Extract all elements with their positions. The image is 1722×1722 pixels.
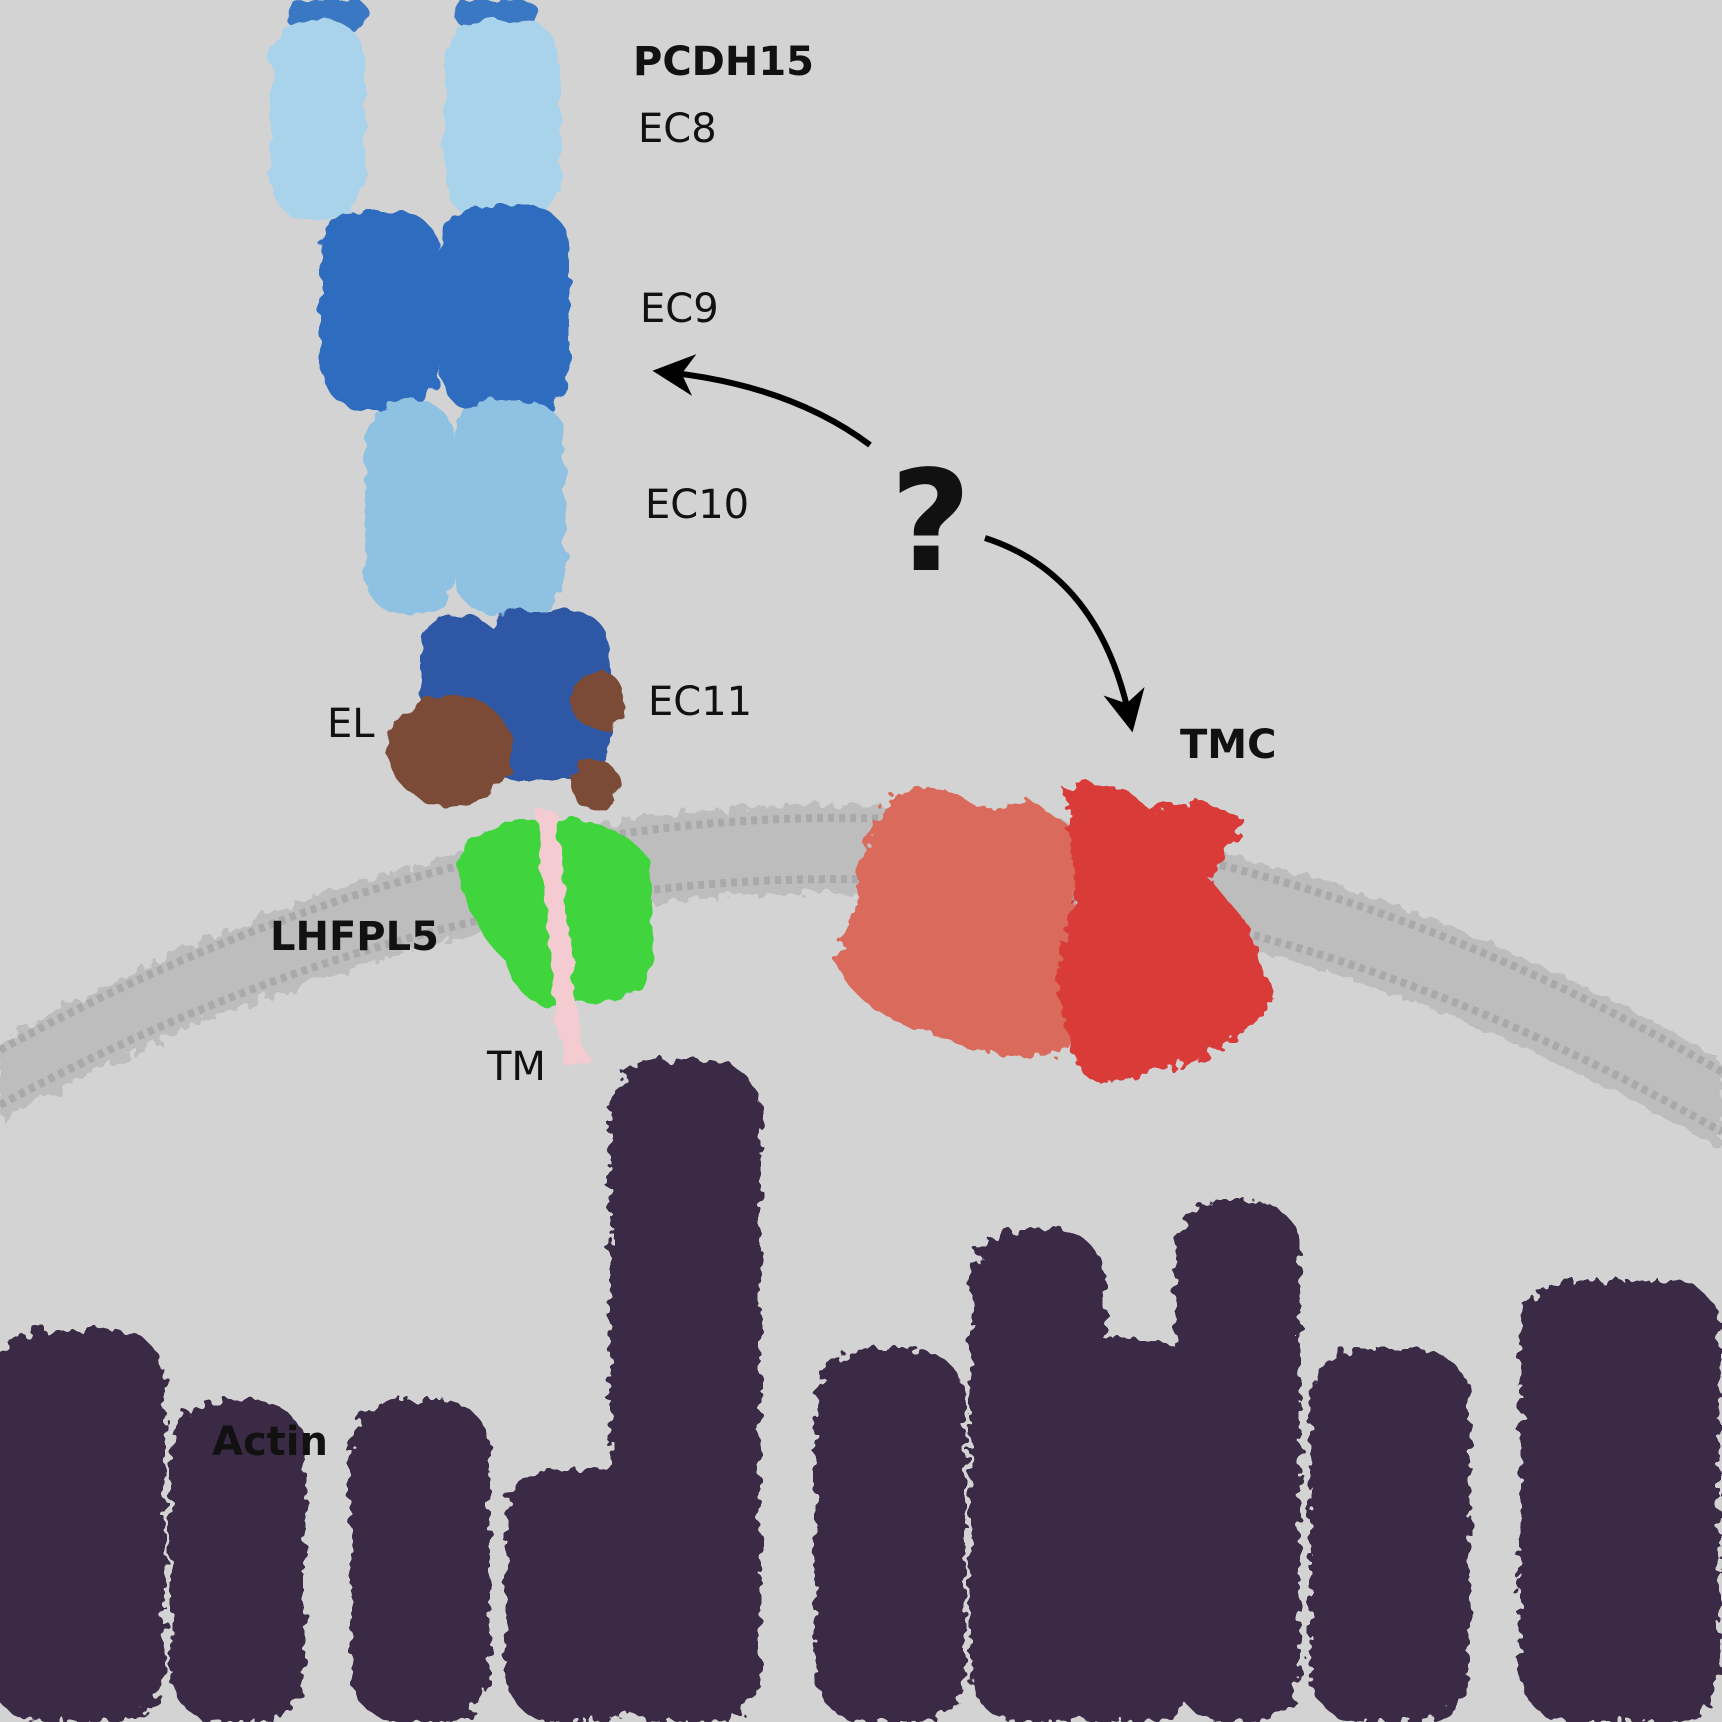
pcdh15-dimer xyxy=(270,0,610,780)
question-mark: ? xyxy=(890,441,971,604)
arrow-to-pcdh15-icon xyxy=(652,354,872,448)
label-ec11: EC11 xyxy=(648,679,752,725)
tm-helix xyxy=(535,810,590,1065)
label-tm: TM xyxy=(486,1044,546,1090)
label-pcdh15: PCDH15 xyxy=(633,39,814,85)
label-ec10: EC10 xyxy=(645,482,749,528)
el-linker xyxy=(388,670,624,811)
label-tmc: TMC xyxy=(1180,722,1276,768)
label-ec8: EC8 xyxy=(638,106,717,152)
label-actin: Actin xyxy=(212,1419,328,1465)
label-lhfpl5: LHFPL5 xyxy=(270,914,439,960)
tmc-dimer xyxy=(835,783,1275,1083)
membrane xyxy=(0,804,1722,1150)
arrow-to-tmc-icon xyxy=(984,535,1145,733)
label-el: EL xyxy=(327,701,375,747)
actin-filaments xyxy=(0,1060,1720,1722)
label-ec9: EC9 xyxy=(640,286,719,332)
